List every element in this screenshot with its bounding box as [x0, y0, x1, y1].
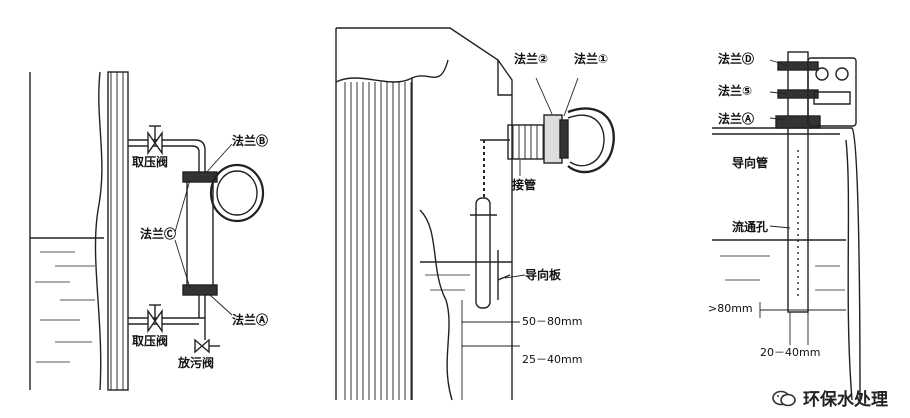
label-flange-2: 法兰② — [514, 52, 549, 66]
label-flange-c: 法兰Ⓒ — [140, 227, 177, 241]
label-flange-1: 法兰① — [574, 52, 609, 66]
label-guide-tube: 导向管 — [732, 156, 769, 170]
label-guide-plate: 导向板 — [525, 268, 562, 282]
label-flange-d: 法兰Ⓓ — [718, 52, 755, 66]
label-dim-gt80: >80mm — [708, 302, 753, 315]
left-figure — [29, 71, 265, 391]
label-drain-valve: 放污阀 — [178, 356, 215, 370]
right-figure — [712, 51, 861, 401]
label-take-valve-bottom: 取压阀 — [132, 334, 169, 348]
watermark: 环保水处理 — [771, 385, 888, 410]
watermark-text: 环保水处理 — [803, 390, 888, 410]
label-dim-20-40: 20－40mm — [760, 346, 821, 359]
label-flow-hole: 流通孔 — [732, 220, 769, 234]
label-take-valve-top: 取压阀 — [132, 155, 169, 169]
middle-figure — [335, 27, 615, 401]
label-connector: 接管 — [512, 178, 537, 192]
label-flange-b: 法兰Ⓑ — [232, 134, 269, 148]
label-dim-50-80: 50－80mm — [522, 315, 583, 328]
wechat-icon — [772, 390, 796, 406]
label-dim-25-40: 25－40mm — [522, 353, 583, 366]
label-flange-a-right: 法兰Ⓐ — [718, 112, 755, 126]
label-flange-a-left: 法兰Ⓐ — [232, 313, 269, 327]
label-flange-5: 法兰⑤ — [718, 84, 753, 98]
